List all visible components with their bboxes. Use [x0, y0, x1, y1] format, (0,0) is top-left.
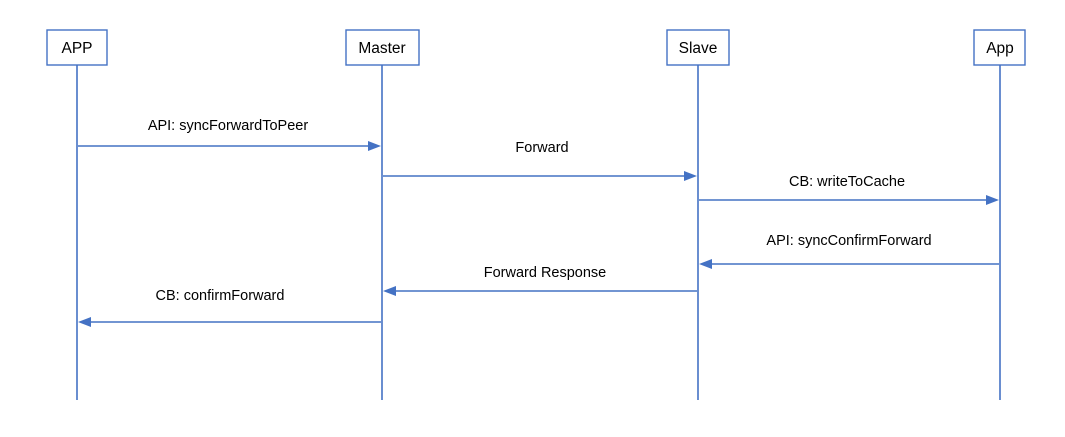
participant-app-left[interactable]: APP: [46, 29, 108, 66]
participant-box[interactable]: [46, 29, 108, 66]
arrowhead-left-icon: [78, 317, 91, 327]
participant-label: Master: [358, 40, 405, 57]
message-api-syncforwardtopeer[interactable]: API: syncForwardToPeer: [78, 118, 381, 151]
participant-box[interactable]: [973, 29, 1026, 66]
message-label: Forward Response: [484, 265, 607, 281]
message-label: API: syncForwardToPeer: [148, 118, 309, 134]
message-label: Forward: [515, 140, 568, 156]
participant-slave[interactable]: Slave: [666, 29, 730, 66]
participant-label: Slave: [679, 40, 718, 57]
participant-label: App: [986, 40, 1014, 57]
participant-box[interactable]: [666, 29, 730, 66]
message-label: API: syncConfirmForward: [766, 233, 931, 249]
arrowhead-right-icon: [368, 141, 381, 151]
participant-master[interactable]: Master: [345, 29, 420, 66]
arrowhead-left-icon: [383, 286, 396, 296]
lifelines: [76, 65, 1001, 400]
participant-label: APP: [61, 40, 92, 57]
message-cb-writetocache[interactable]: CB: writeToCache: [699, 174, 999, 205]
participant-app-right[interactable]: App: [973, 29, 1026, 66]
message-cb-confirmforward[interactable]: CB: confirmForward: [78, 288, 381, 327]
message-forward-response[interactable]: Forward Response: [383, 265, 697, 296]
message-label: CB: writeToCache: [789, 174, 905, 190]
message-forward[interactable]: Forward: [383, 140, 697, 181]
message-label: CB: confirmForward: [156, 288, 285, 304]
arrowhead-right-icon: [684, 171, 697, 181]
arrowhead-right-icon: [986, 195, 999, 205]
participant-box[interactable]: [345, 29, 420, 66]
arrowhead-left-icon: [699, 259, 712, 269]
message-api-syncconfirmforward[interactable]: API: syncConfirmForward: [699, 233, 999, 269]
